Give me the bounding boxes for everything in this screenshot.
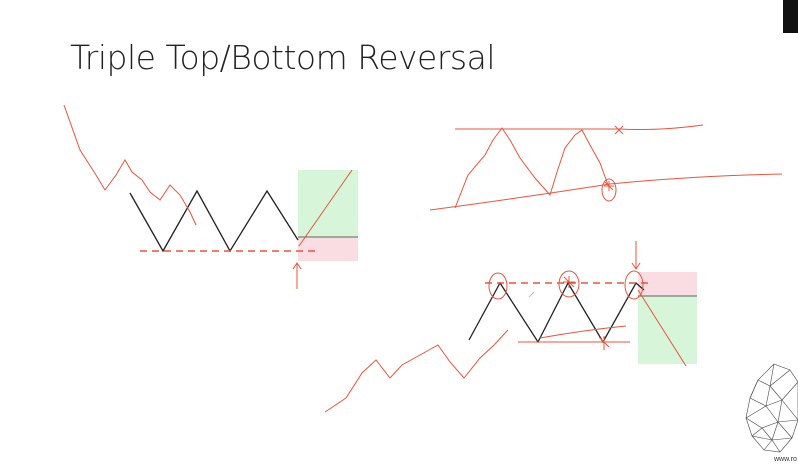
breakdown-line (637, 289, 687, 367)
up-arrow-icon (292, 262, 302, 289)
triple-top-sketch (324, 241, 697, 413)
circle-mark (488, 272, 508, 300)
brand-logo (745, 363, 798, 453)
uptrend-line (324, 329, 509, 413)
logo-text: www.ro (774, 456, 797, 463)
profit-zone (638, 296, 697, 364)
ascending-triangle-sketch (429, 124, 783, 211)
downtrend-line (63, 104, 197, 226)
loss-zone (298, 237, 358, 261)
triple-bottom-sketch (63, 104, 358, 289)
resistance-line (455, 124, 704, 130)
pen-mark (528, 291, 535, 298)
rising-support-line (429, 173, 783, 211)
circle-mark (601, 178, 617, 202)
neckline (518, 325, 630, 343)
slide-title: Triple Top/Bottom Reversal (70, 38, 496, 77)
down-arrow-icon (631, 241, 641, 270)
w-pattern-line (129, 189, 299, 253)
corner-block (783, 0, 798, 33)
m-pattern-line (468, 281, 645, 344)
profit-zone (298, 170, 358, 237)
loss-zone (638, 272, 697, 296)
breakout-line (298, 169, 353, 247)
star-mark-icon (598, 336, 610, 350)
x-mark-icon (614, 125, 624, 135)
star-mark-icon (563, 276, 575, 288)
star-mark-icon (604, 181, 614, 191)
circle-mark (558, 270, 580, 298)
circle-mark (624, 270, 644, 300)
price-path-line (454, 127, 609, 209)
